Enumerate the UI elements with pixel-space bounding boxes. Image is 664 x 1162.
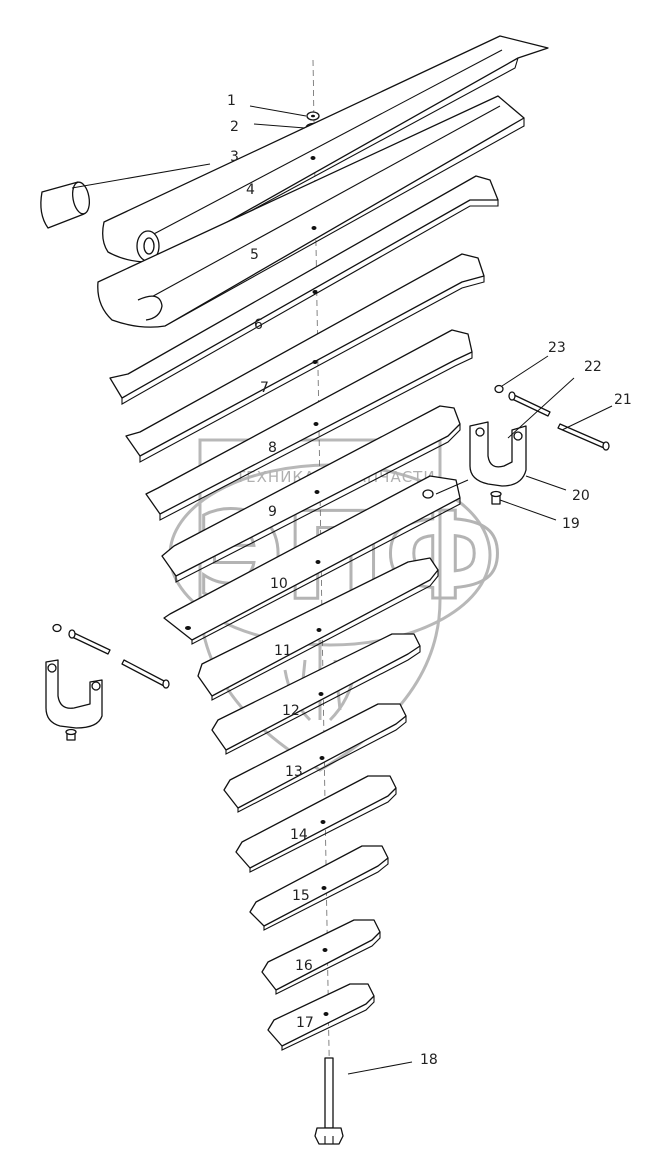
callout-13: 13 <box>285 764 303 780</box>
nut-right-small <box>422 489 434 499</box>
leaf-11 <box>197 557 439 701</box>
callout-8: 8 <box>268 440 277 456</box>
clamp-left <box>45 659 103 729</box>
bolt-19 <box>490 490 502 505</box>
callout-17: 17 <box>296 1015 314 1031</box>
leaf-14 <box>235 775 397 873</box>
clamp-right-20 <box>469 421 527 487</box>
leaf-13 <box>223 703 407 813</box>
nut-left <box>52 623 62 633</box>
callout-1: 1 <box>227 93 236 109</box>
leaf-10 <box>163 475 461 645</box>
nut-1 <box>306 111 320 121</box>
callout-23: 23 <box>548 340 566 356</box>
leaf-15 <box>249 845 389 931</box>
leaf-9 <box>161 405 461 583</box>
callout-3: 3 <box>230 149 239 165</box>
callout-21: 21 <box>614 392 632 408</box>
center-bolt-18 <box>314 1057 344 1145</box>
pin-left <box>68 629 111 655</box>
callout-16: 16 <box>295 958 313 974</box>
pin-22 <box>508 391 551 417</box>
callout-20: 20 <box>572 488 590 504</box>
callout-22: 22 <box>584 359 602 375</box>
callout-12: 12 <box>282 703 300 719</box>
leaf-5 <box>97 95 525 328</box>
callout-4: 4 <box>246 182 255 198</box>
bolt-21 <box>557 423 610 451</box>
leader-lines <box>71 105 613 1075</box>
callout-18: 18 <box>420 1052 438 1068</box>
callout-labels: 1 2 3 4 5 6 7 8 9 10 11 12 13 14 15 16 1… <box>227 93 632 1068</box>
bolt-left <box>121 659 170 689</box>
leaf-7 <box>125 253 485 463</box>
callout-7: 7 <box>260 380 269 396</box>
leaf-4 <box>102 35 549 263</box>
leaf-16 <box>261 919 381 995</box>
callout-9: 9 <box>268 504 277 520</box>
leaf-12 <box>211 633 421 755</box>
callout-5: 5 <box>250 247 259 263</box>
callout-11: 11 <box>274 643 292 659</box>
callout-6: 6 <box>254 317 263 333</box>
leaf-6 <box>109 175 499 405</box>
center-holes <box>310 156 329 1016</box>
callout-14: 14 <box>290 827 308 843</box>
leaf-17 <box>267 983 375 1051</box>
callout-15: 15 <box>292 888 310 904</box>
leaf-8 <box>145 329 473 521</box>
nut-23 <box>494 384 504 394</box>
callout-2: 2 <box>230 119 239 135</box>
callout-19: 19 <box>562 516 580 532</box>
callout-10: 10 <box>270 576 288 592</box>
watermark-brand-left: ТЕХНИКА <box>235 468 315 486</box>
bolt-left-small <box>65 728 77 741</box>
bushing-3 <box>40 181 91 229</box>
